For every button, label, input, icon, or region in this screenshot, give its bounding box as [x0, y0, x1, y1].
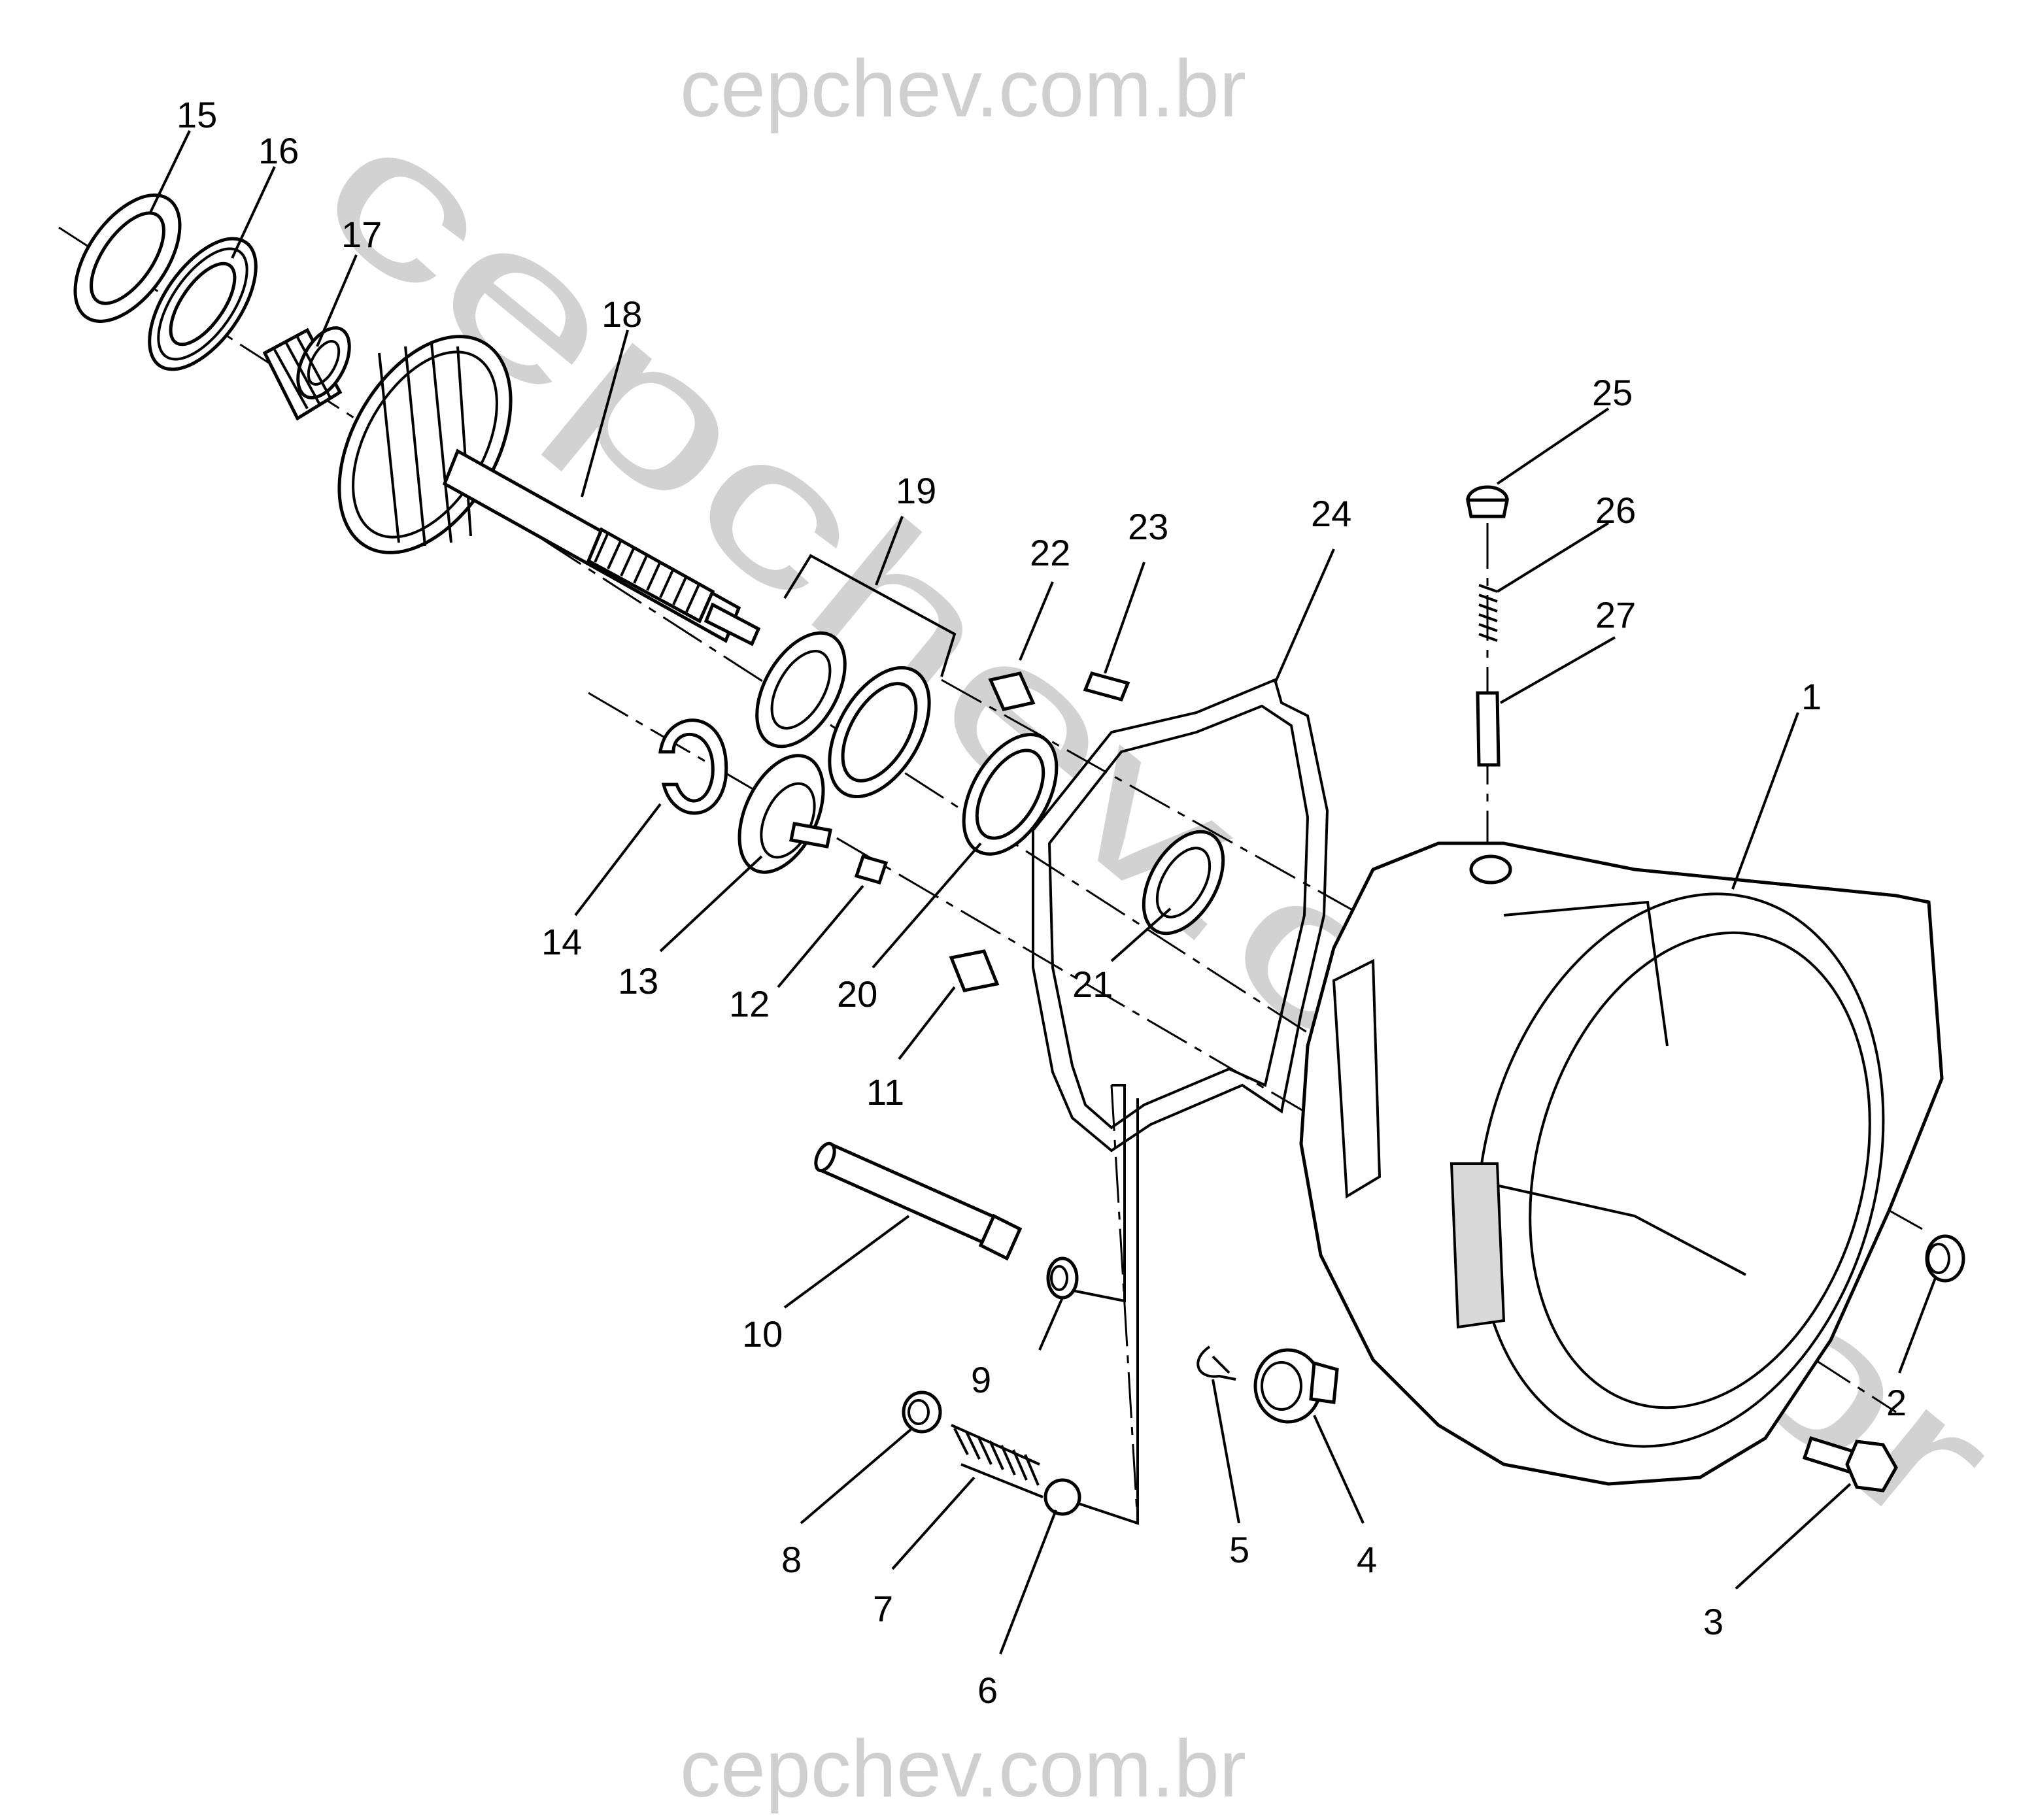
- ring-part-9: [1046, 1256, 1079, 1300]
- watermark-top: cepchev.com.br: [680, 44, 1246, 134]
- callout-11: 11: [866, 1071, 904, 1113]
- input-shaft-gear-part-18: [337, 335, 761, 647]
- gasket-part-24: [1032, 678, 1329, 1153]
- plunger-part-27: [1476, 691, 1501, 767]
- plug-part-25: [1465, 485, 1510, 518]
- seal-part-20: [962, 733, 1059, 856]
- callout-17: 17: [341, 214, 382, 255]
- plug-part-2: [1925, 1234, 1965, 1283]
- callout-1: 1: [1801, 676, 1822, 717]
- callout-10: 10: [742, 1313, 783, 1355]
- callout-14: 14: [541, 921, 582, 962]
- watermark-bottom: cepchev.com.br: [680, 1724, 1246, 1814]
- bolt-part-3: [1802, 1436, 1898, 1492]
- callout-4: 4: [1357, 1539, 1377, 1580]
- callout-24: 24: [1311, 493, 1351, 534]
- snap-ring-part-14: [658, 718, 728, 815]
- dowel-pin-part-12: [854, 854, 889, 885]
- leader-lines: [149, 130, 1937, 1655]
- spring-part-7: [951, 1424, 1043, 1498]
- ball-part-6: [1043, 1478, 1081, 1516]
- callout-5: 5: [1229, 1529, 1249, 1570]
- shaft-part-10: [814, 1141, 1023, 1261]
- callout-22: 22: [1030, 532, 1070, 573]
- callout-9: 9: [971, 1359, 991, 1400]
- callout-8: 8: [781, 1539, 802, 1580]
- switch-part-4: [1253, 1348, 1339, 1424]
- spring-part-26: [1478, 584, 1498, 642]
- needle-bearing-part-16: [148, 237, 258, 371]
- callout-2: 2: [1886, 1382, 1907, 1423]
- callout-25: 25: [1592, 372, 1633, 413]
- callout-27: 27: [1595, 594, 1636, 635]
- bearing-set-part-19: [755, 554, 957, 799]
- callout-20: 20: [837, 973, 877, 1015]
- callout-6: 6: [977, 1670, 998, 1711]
- retainer-part-13: [738, 754, 832, 874]
- clutch-housing-part-1: [1299, 841, 1944, 1486]
- callout-21: 21: [1072, 964, 1113, 1005]
- callout-13: 13: [618, 960, 658, 1002]
- bushing-part-22: [988, 671, 1036, 711]
- bushing-part-11: [949, 949, 1000, 992]
- callout-18: 18: [602, 294, 642, 335]
- seal-part-21: [1142, 830, 1225, 935]
- clip-part-5: [1196, 1345, 1236, 1381]
- callout-19: 19: [896, 470, 936, 511]
- callout-16: 16: [258, 130, 299, 171]
- callout-12: 12: [729, 983, 770, 1024]
- thrust-washer-part-15: [73, 194, 182, 323]
- callout-labels: 1 2 3 4 5 6 7 8 9 10 11 12 13 14 15 16 1…: [177, 94, 1907, 1711]
- callout-3: 3: [1703, 1601, 1723, 1642]
- roller-bearing-part-17: [262, 326, 351, 421]
- plug-part-8: [902, 1390, 942, 1434]
- pin-part-23: [1083, 671, 1130, 701]
- callout-15: 15: [177, 94, 217, 135]
- callout-26: 26: [1595, 490, 1636, 531]
- callout-7: 7: [873, 1588, 893, 1629]
- callout-23: 23: [1128, 506, 1168, 547]
